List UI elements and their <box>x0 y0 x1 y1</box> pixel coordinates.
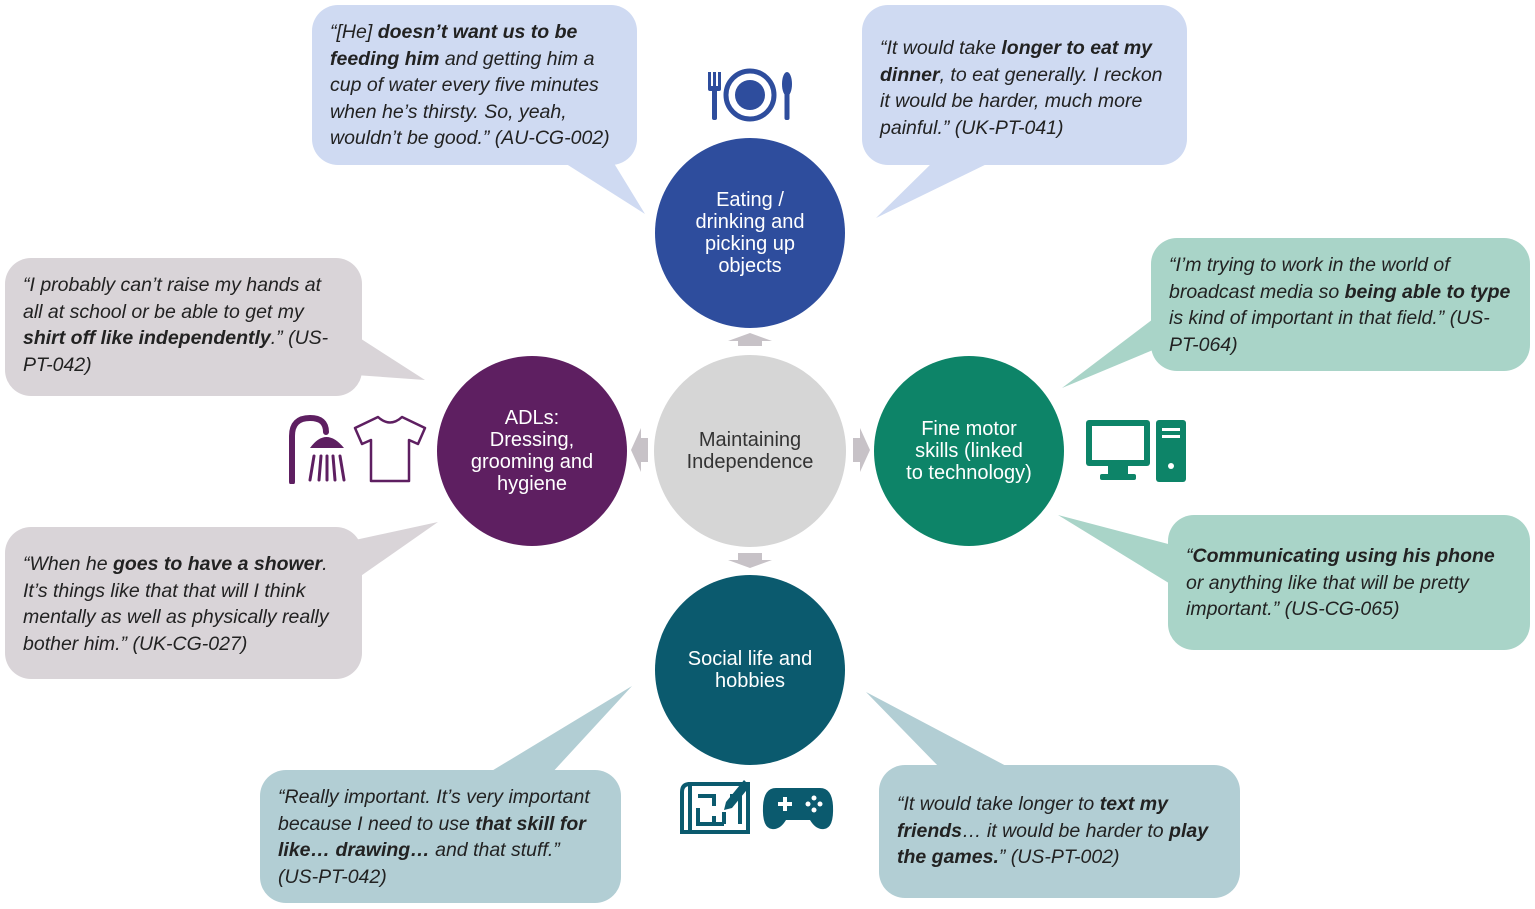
tail-q1 <box>560 160 645 214</box>
tail-q5 <box>355 335 425 380</box>
computer-icon <box>1086 420 1186 482</box>
blueprint-icon <box>680 780 750 834</box>
theme-adls: ADLs: Dressing, grooming and hygiene <box>437 356 627 546</box>
tail-q6 <box>355 522 438 580</box>
quote-social-1: “Really important. It’s very important b… <box>260 770 621 903</box>
theme-social-life-hobbies: Social life and hobbies <box>655 575 845 765</box>
tail-q3 <box>1062 310 1165 388</box>
quote-social-2: “It would take longer to text my friends… <box>879 765 1240 898</box>
arrow-up <box>728 333 772 346</box>
arrow-left <box>631 428 648 472</box>
shower-icon <box>289 414 346 484</box>
quote-eating-1: “[He] doesn’t want us to be feeding him … <box>312 5 637 165</box>
quote-adls-2: “When he goes to have a shower. It’s thi… <box>5 527 362 679</box>
plate-cutlery-icon <box>708 68 792 122</box>
tail-q8 <box>866 692 1010 768</box>
arrow-down <box>728 553 772 568</box>
tshirt-icon <box>353 415 427 483</box>
tail-q2 <box>876 160 995 218</box>
theme-fine-motor-skills: Fine motor skills (linked to technology) <box>874 356 1064 546</box>
quote-fine-motor-2: “Communicating using his phone or anythi… <box>1168 515 1530 650</box>
quote-fine-motor-1: “I’m trying to work in the world of broa… <box>1151 238 1530 371</box>
tail-q7 <box>485 686 632 775</box>
tail-q4 <box>1058 515 1172 585</box>
quote-eating-2: “It would take longer to eat my dinner, … <box>862 5 1187 165</box>
center-maintaining-independence: Maintaining Independence <box>654 355 846 547</box>
gamepad-icon <box>762 788 834 830</box>
theme-eating-drinking: Eating / drinking and picking up objects <box>655 138 845 328</box>
quote-adls-1: “I probably can’t raise my hands at all … <box>5 258 362 396</box>
arrow-right <box>853 428 870 472</box>
